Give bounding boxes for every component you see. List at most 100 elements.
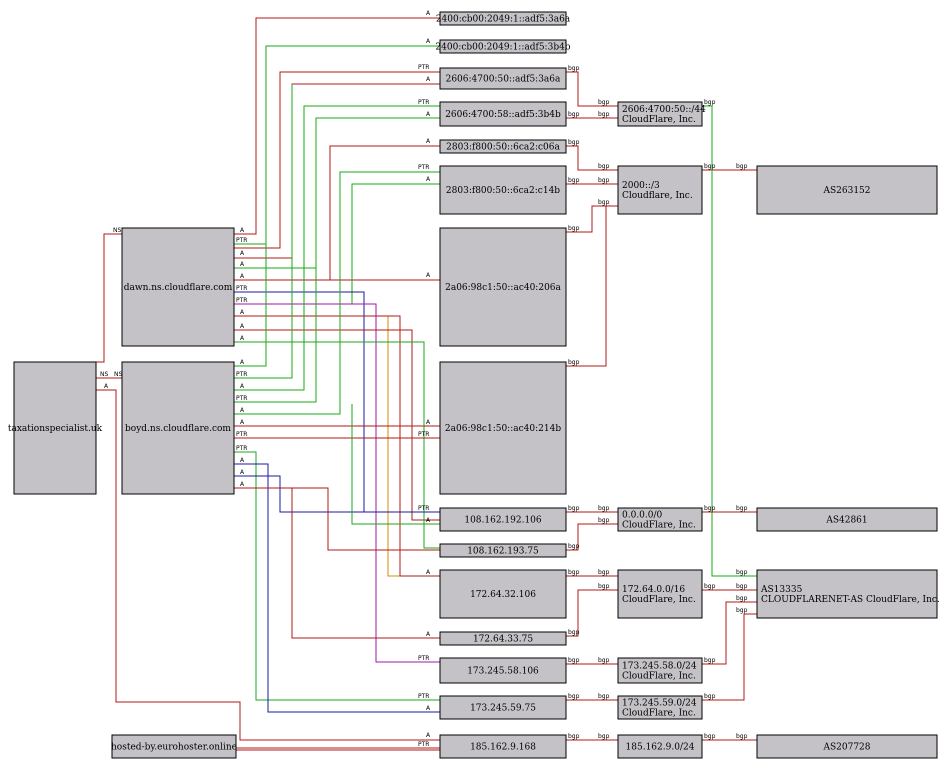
edge-label: bgp bbox=[704, 693, 716, 700]
edge-label: bgp bbox=[598, 517, 610, 524]
edge-label: bgp bbox=[568, 177, 580, 184]
edge-label: PTR bbox=[236, 371, 247, 378]
edge-label: bgp bbox=[598, 733, 610, 740]
edge-label: bgp bbox=[568, 693, 580, 700]
node-box bbox=[439, 39, 567, 54]
edge-label: NS bbox=[114, 371, 122, 378]
edge-label: PTR bbox=[418, 64, 429, 71]
node-box bbox=[111, 734, 237, 759]
node-box bbox=[617, 101, 703, 127]
node-ip-2a06-206a[interactable]: 2a06:98c1:50::ac40:206a bbox=[439, 227, 567, 347]
edge-label: PTR bbox=[236, 445, 247, 452]
edge-label: bgp bbox=[598, 111, 610, 118]
edge-label: bgp bbox=[598, 657, 610, 664]
node-pfx-185[interactable]: 185.162.9.0/24 bbox=[617, 734, 703, 759]
node-as-42861[interactable]: AS42861 bbox=[756, 507, 938, 532]
node-label: 2606:4700:50::adf5:3a6a bbox=[446, 75, 561, 85]
node-label: CloudFlare, Inc. bbox=[622, 709, 696, 719]
edge-label: PTR bbox=[236, 297, 247, 304]
edge-line bbox=[566, 589, 618, 637]
node-label: 2000::/3 bbox=[622, 181, 660, 191]
edge-label: bgp bbox=[598, 505, 610, 512]
edge-label: PTR bbox=[236, 237, 247, 244]
edge-line bbox=[96, 233, 122, 363]
edge-label: A bbox=[426, 38, 431, 45]
edge-label: bgp bbox=[568, 733, 580, 740]
node-ip-108-75[interactable]: 108.162.193.75 bbox=[439, 543, 567, 558]
edge-label: A bbox=[240, 383, 245, 390]
edge-label: PTR bbox=[418, 99, 429, 106]
node-label: AS42861 bbox=[825, 516, 867, 526]
node-ip-2803-c06a[interactable]: 2803:f800:50::6ca2:c06a bbox=[439, 139, 567, 154]
node-label: CloudFlare, Inc. bbox=[622, 672, 696, 682]
node-ip-173-59[interactable]: 173.245.59.75 bbox=[439, 695, 567, 720]
node-box bbox=[121, 227, 235, 347]
node-label: 172.64.0.0/16 bbox=[622, 585, 685, 595]
node-label: 173.245.59.0/24 bbox=[622, 699, 697, 709]
node-ip-2803-c14b[interactable]: 2803:f800:50::6ca2:c14b bbox=[439, 165, 567, 215]
node-ip-172-33[interactable]: 172.64.33.75 bbox=[439, 631, 567, 646]
edge-label: bgp bbox=[704, 657, 716, 664]
edge-line bbox=[234, 172, 341, 415]
edge-label: bgp bbox=[568, 543, 580, 550]
node-box bbox=[439, 695, 567, 720]
edge-line bbox=[234, 341, 440, 549]
node-taxation[interactable]: taxationspecialist.uk bbox=[8, 361, 103, 495]
node-label: AS13335 bbox=[760, 585, 803, 595]
node-label: 2803:f800:50::6ca2:c06a bbox=[446, 143, 560, 153]
node-label: 2606:4700:50::/44 bbox=[622, 105, 706, 115]
node-box bbox=[439, 734, 567, 759]
node-label: 173.245.59.75 bbox=[470, 704, 536, 714]
edge-label: bgp bbox=[736, 607, 748, 614]
node-label: 185.162.9.0/24 bbox=[626, 743, 695, 753]
edge-line bbox=[702, 601, 757, 665]
edge-line bbox=[234, 315, 440, 577]
node-label: boyd.ns.cloudflare.com bbox=[125, 424, 231, 434]
node-box bbox=[439, 569, 567, 619]
node-box bbox=[439, 11, 567, 26]
edge-label: bgp bbox=[704, 163, 716, 170]
node-ip-185[interactable]: 185.162.9.168 bbox=[439, 734, 567, 759]
node-ip-172-32[interactable]: 172.64.32.106 bbox=[439, 569, 567, 619]
edge-line bbox=[234, 329, 440, 521]
node-hosted[interactable]: hosted-by.eurohoster.online bbox=[111, 734, 237, 759]
node-as-263152[interactable]: AS263152 bbox=[756, 165, 938, 215]
edge-label: A bbox=[240, 309, 245, 316]
node-label: 2606:4700:58::adf5:3b4b bbox=[445, 110, 561, 120]
node-label: Cloudflare, Inc. bbox=[622, 191, 693, 201]
edge-label: bgp bbox=[704, 505, 716, 512]
node-boyd[interactable]: boyd.ns.cloudflare.com bbox=[121, 361, 235, 495]
edge-line bbox=[234, 118, 317, 403]
node-ip-2a06-214b[interactable]: 2a06:98c1:50::ac40:214b bbox=[439, 361, 567, 495]
edge-label: PTR bbox=[418, 431, 429, 438]
edge-label: PTR bbox=[418, 741, 429, 748]
node-as-207728[interactable]: AS207728 bbox=[756, 734, 938, 759]
edge-line bbox=[566, 145, 618, 171]
node-dawn[interactable]: dawn.ns.cloudflare.com bbox=[121, 227, 235, 347]
node-label: 2400:cb00:2049:1::adf5:3a6a bbox=[436, 15, 571, 25]
node-box bbox=[439, 101, 567, 127]
node-ip-173-58[interactable]: 173.245.58.106 bbox=[439, 657, 567, 684]
edge-line bbox=[566, 206, 607, 367]
edge-label: bgp bbox=[568, 111, 580, 118]
edge-label: A bbox=[240, 261, 245, 268]
edge-line bbox=[234, 145, 440, 281]
node-ip-2606-58[interactable]: 2606:4700:58::adf5:3b4b bbox=[439, 101, 567, 127]
edge-label: PTR bbox=[236, 395, 247, 402]
node-ip-2606-50[interactable]: 2606:4700:50::adf5:3a6a bbox=[439, 67, 567, 90]
edge-label: A bbox=[426, 138, 431, 145]
node-ip-2400-a6a[interactable]: 2400:cb00:2049:1::adf5:3a6a bbox=[436, 11, 571, 26]
edge-label: bgp bbox=[568, 139, 580, 146]
node-ip-2400-b4b[interactable]: 2400:cb00:2049:1::adf5:3b4b bbox=[435, 39, 571, 54]
node-ip-108-106[interactable]: 108.162.192.106 bbox=[439, 507, 567, 532]
edge-label: A bbox=[240, 359, 245, 366]
edge-label: bgp bbox=[736, 733, 748, 740]
